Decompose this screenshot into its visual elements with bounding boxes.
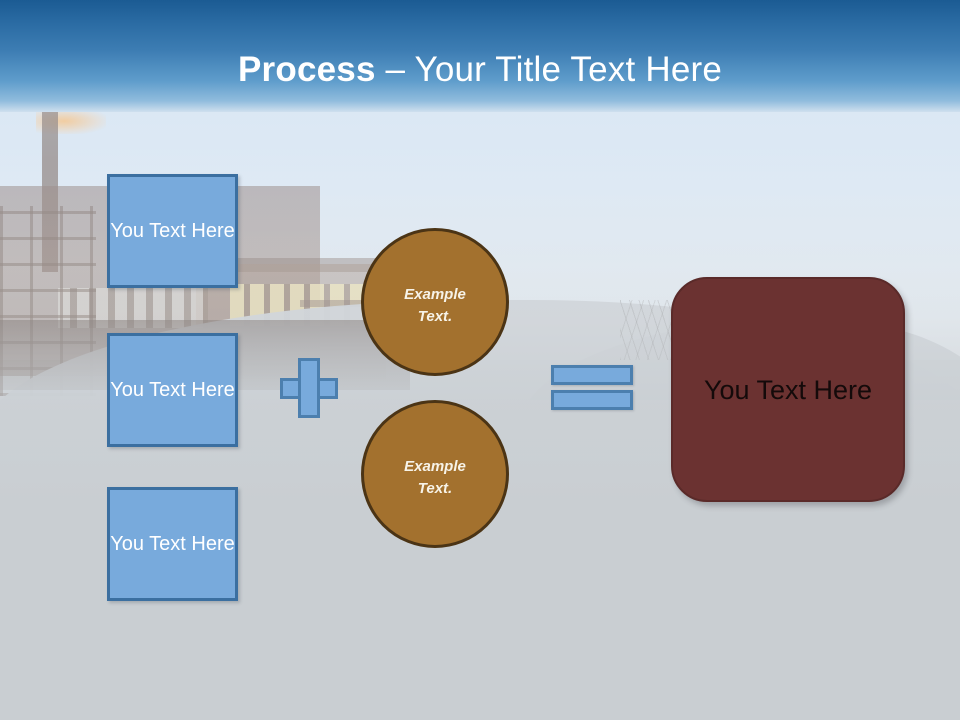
example-circle-1[interactable]: Example Text. <box>361 228 509 376</box>
example-circle-1-line2: Text. <box>417 308 453 325</box>
page-title: Process – Your Title Text Here <box>0 50 960 90</box>
plus-center-fill <box>301 381 317 396</box>
input-box-1-label: You Text Here <box>110 220 235 242</box>
input-box-3-label: You Text Here <box>110 533 235 555</box>
example-circle-1-line1: Example <box>404 286 466 303</box>
example-circle-1-label: Example Text. <box>404 284 466 328</box>
equals-icon <box>551 365 633 410</box>
result-box[interactable]: You Text Here <box>671 277 905 502</box>
input-box-1[interactable]: You Text Here <box>107 174 238 288</box>
title-strong-part: Process <box>238 50 376 89</box>
example-circle-2-line2: Text. <box>417 480 453 497</box>
title-banner: Process – Your Title Text Here <box>0 0 960 112</box>
equals-top-bar <box>551 365 633 385</box>
result-box-label: You Text Here <box>703 374 873 405</box>
equals-bottom-bar <box>551 390 633 410</box>
plus-icon <box>280 358 338 418</box>
example-circle-2-label: Example Text. <box>404 456 466 500</box>
title-light-part: Your Title Text Here <box>414 50 722 89</box>
input-box-2-label: You Text Here <box>110 379 235 401</box>
input-box-2[interactable]: You Text Here <box>107 333 238 447</box>
input-box-3[interactable]: You Text Here <box>107 487 238 601</box>
example-circle-2[interactable]: Example Text. <box>361 400 509 548</box>
title-separator: – <box>375 50 415 89</box>
example-circle-2-line1: Example <box>404 458 466 475</box>
